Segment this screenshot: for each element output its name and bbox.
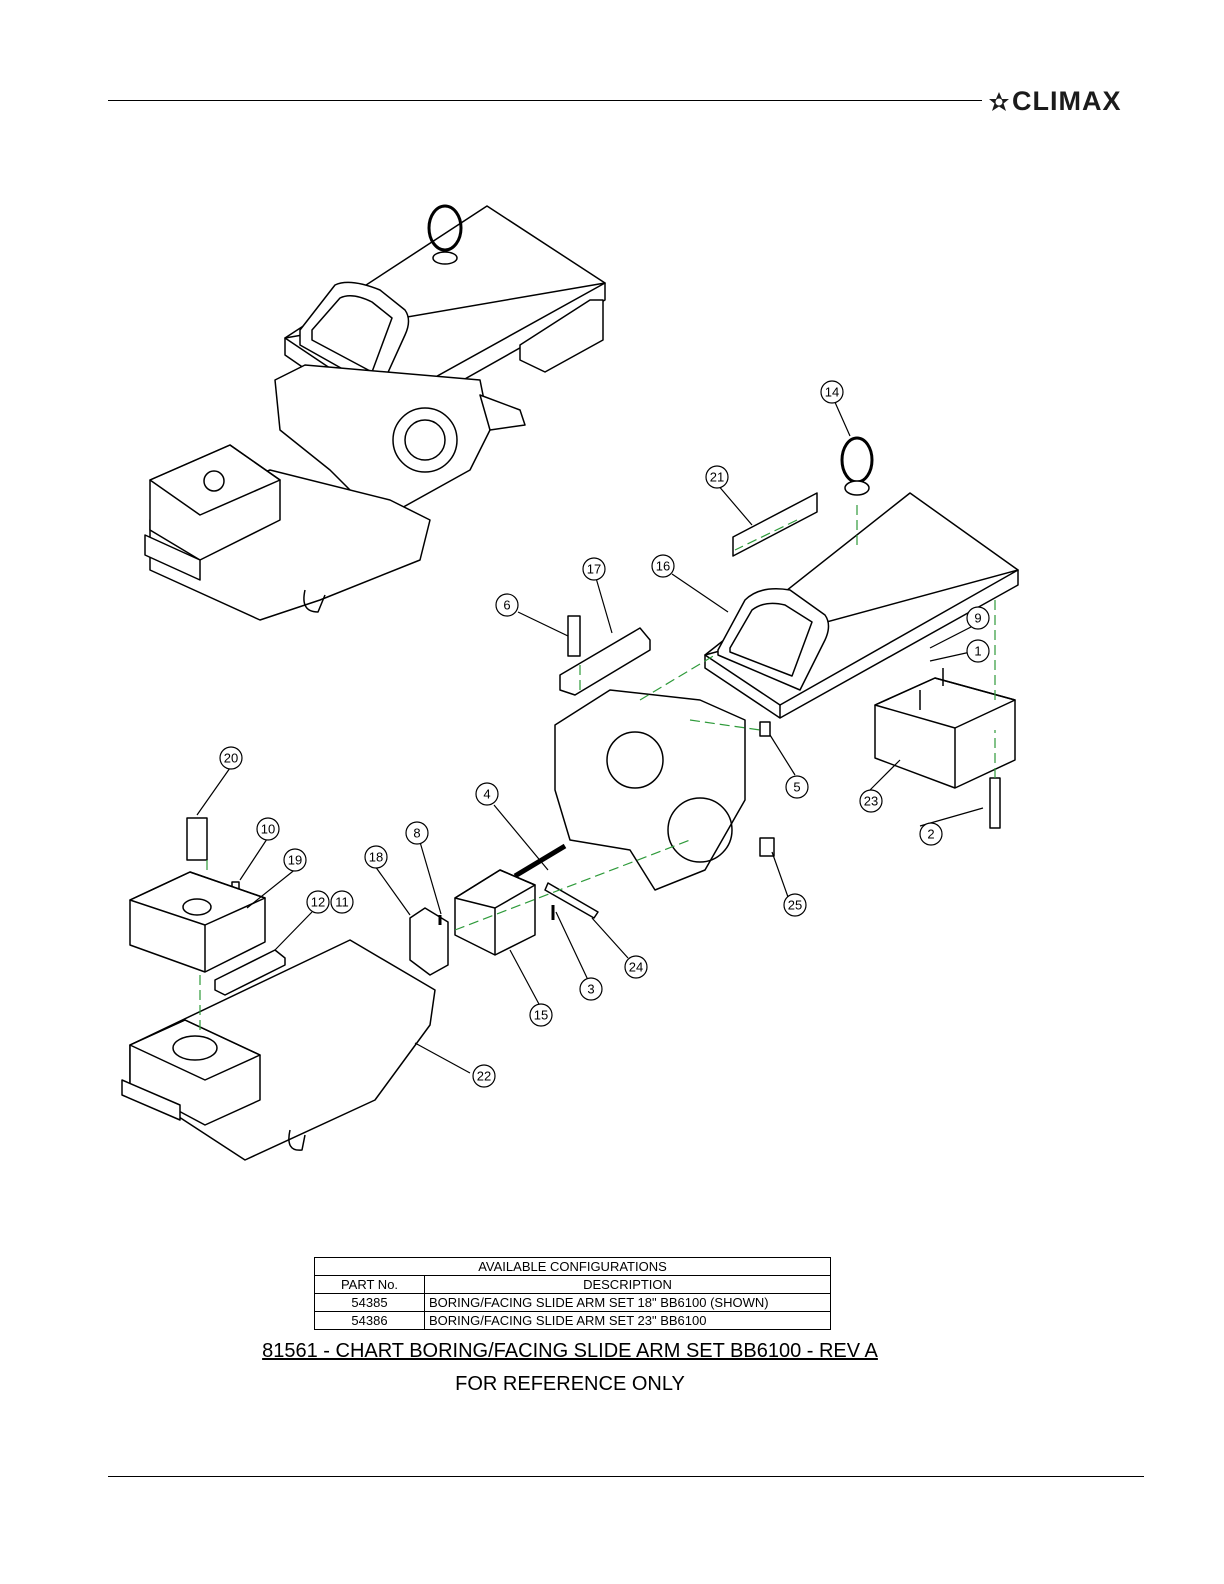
callout-label: 25: [788, 898, 802, 913]
table-title-row: AVAILABLE CONFIGURATIONS: [315, 1258, 831, 1276]
callout-label: 3: [587, 982, 594, 997]
callout-label: 20: [224, 751, 238, 766]
description-cell: BORING/FACING SLIDE ARM SET 23" BB6100: [425, 1312, 831, 1330]
callout-label: 4: [483, 787, 490, 802]
configurations-table: AVAILABLE CONFIGURATIONS PART No. DESCRI…: [314, 1257, 831, 1330]
reference-note: FOR REFERENCE ONLY: [0, 1373, 1140, 1396]
callout-label: 23: [864, 794, 878, 809]
table-row: 54386 BORING/FACING SLIDE ARM SET 23" BB…: [315, 1312, 831, 1330]
callout-label: 10: [261, 822, 275, 837]
assembled-view: [145, 206, 605, 620]
table-title: AVAILABLE CONFIGURATIONS: [315, 1258, 831, 1276]
callout-label: 9: [974, 611, 981, 626]
callout-label: 24: [629, 960, 643, 975]
callout-label: 18: [369, 850, 383, 865]
callout-label: 22: [477, 1069, 491, 1084]
callout-label: 6: [503, 598, 510, 613]
callout-label: 2: [927, 827, 934, 842]
callout-label: 11: [335, 895, 349, 910]
callout-label: 17: [587, 562, 601, 577]
callout-label: 19: [288, 853, 302, 868]
callout-label: 5: [793, 780, 800, 795]
description-cell: BORING/FACING SLIDE ARM SET 18" BB6100 (…: [425, 1294, 831, 1312]
table-row: 54385 BORING/FACING SLIDE ARM SET 18" BB…: [315, 1294, 831, 1312]
part-number-cell: 54386: [315, 1312, 425, 1330]
callout-label: 16: [656, 559, 670, 574]
callout-label: 21: [710, 470, 724, 485]
callout-label: 14: [825, 385, 839, 400]
callout-label: 12: [311, 895, 325, 910]
chart-title: 81561 - CHART BORING/FACING SLIDE ARM SE…: [0, 1340, 1140, 1363]
footer-rule: [108, 1476, 1144, 1477]
table-header-row: PART No. DESCRIPTION: [315, 1276, 831, 1294]
callout-label: 8: [413, 826, 420, 841]
column-header-description: DESCRIPTION: [425, 1276, 831, 1294]
callout-label: 1: [974, 644, 981, 659]
part-number-cell: 54385: [315, 1294, 425, 1312]
callout-label: 15: [534, 1008, 548, 1023]
column-header-part: PART No.: [315, 1276, 425, 1294]
